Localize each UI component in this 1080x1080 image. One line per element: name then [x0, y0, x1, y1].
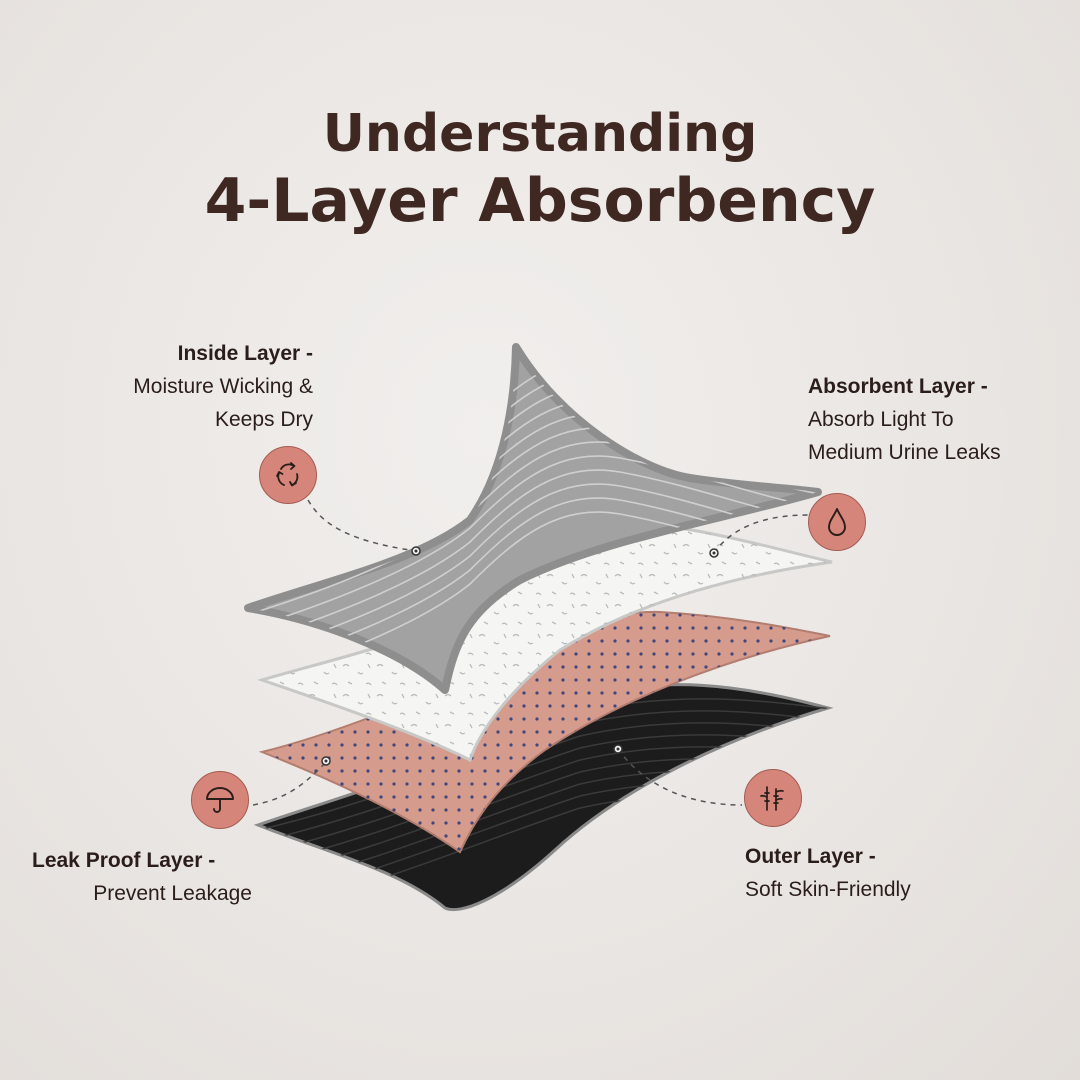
leak-proof-layer-heading: Leak Proof Layer -	[32, 849, 216, 872]
bamboo-icon	[760, 786, 784, 811]
inside-layer-label: Inside Layer - Moisture Wicking & Keeps …	[60, 337, 313, 436]
absorbent-layer-label: Absorbent Layer - Absorb Light To Medium…	[808, 370, 1068, 469]
leak-proof-layer-desc: Prevent Leakage	[93, 882, 252, 905]
outer-layer-desc: Soft Skin-Friendly	[745, 878, 911, 901]
umbrella-icon	[206, 787, 234, 813]
title-line-2: 4-Layer Absorbency	[204, 166, 876, 236]
leak-proof-layer-badge	[191, 771, 249, 829]
outer-layer-label: Outer Layer - Soft Skin-Friendly	[745, 840, 1045, 906]
outer-layer-heading: Outer Layer -	[745, 845, 876, 868]
inside-layer-badge	[259, 446, 317, 504]
absorbent-layer-desc-2: Medium Urine Leaks	[808, 441, 1001, 464]
leak-proof-layer-label: Leak Proof Layer - Prevent Leakage	[32, 844, 292, 910]
water-drop-icon	[828, 508, 846, 536]
outer-layer-badge	[744, 769, 802, 827]
inside-layer-heading: Inside Layer -	[177, 342, 313, 365]
absorbent-layer-desc-1: Absorb Light To	[808, 408, 954, 431]
absorbent-layer-badge	[808, 493, 866, 551]
inside-layer-desc-1: Moisture Wicking &	[133, 375, 313, 398]
recycle-arrows-icon	[276, 462, 299, 487]
inside-layer	[244, 343, 822, 694]
title-line-1: Understanding	[322, 104, 758, 164]
connector-lines	[252, 499, 809, 806]
absorbent-layer-heading: Absorbent Layer -	[808, 375, 988, 398]
inside-layer-desc-2: Keeps Dry	[214, 408, 313, 431]
